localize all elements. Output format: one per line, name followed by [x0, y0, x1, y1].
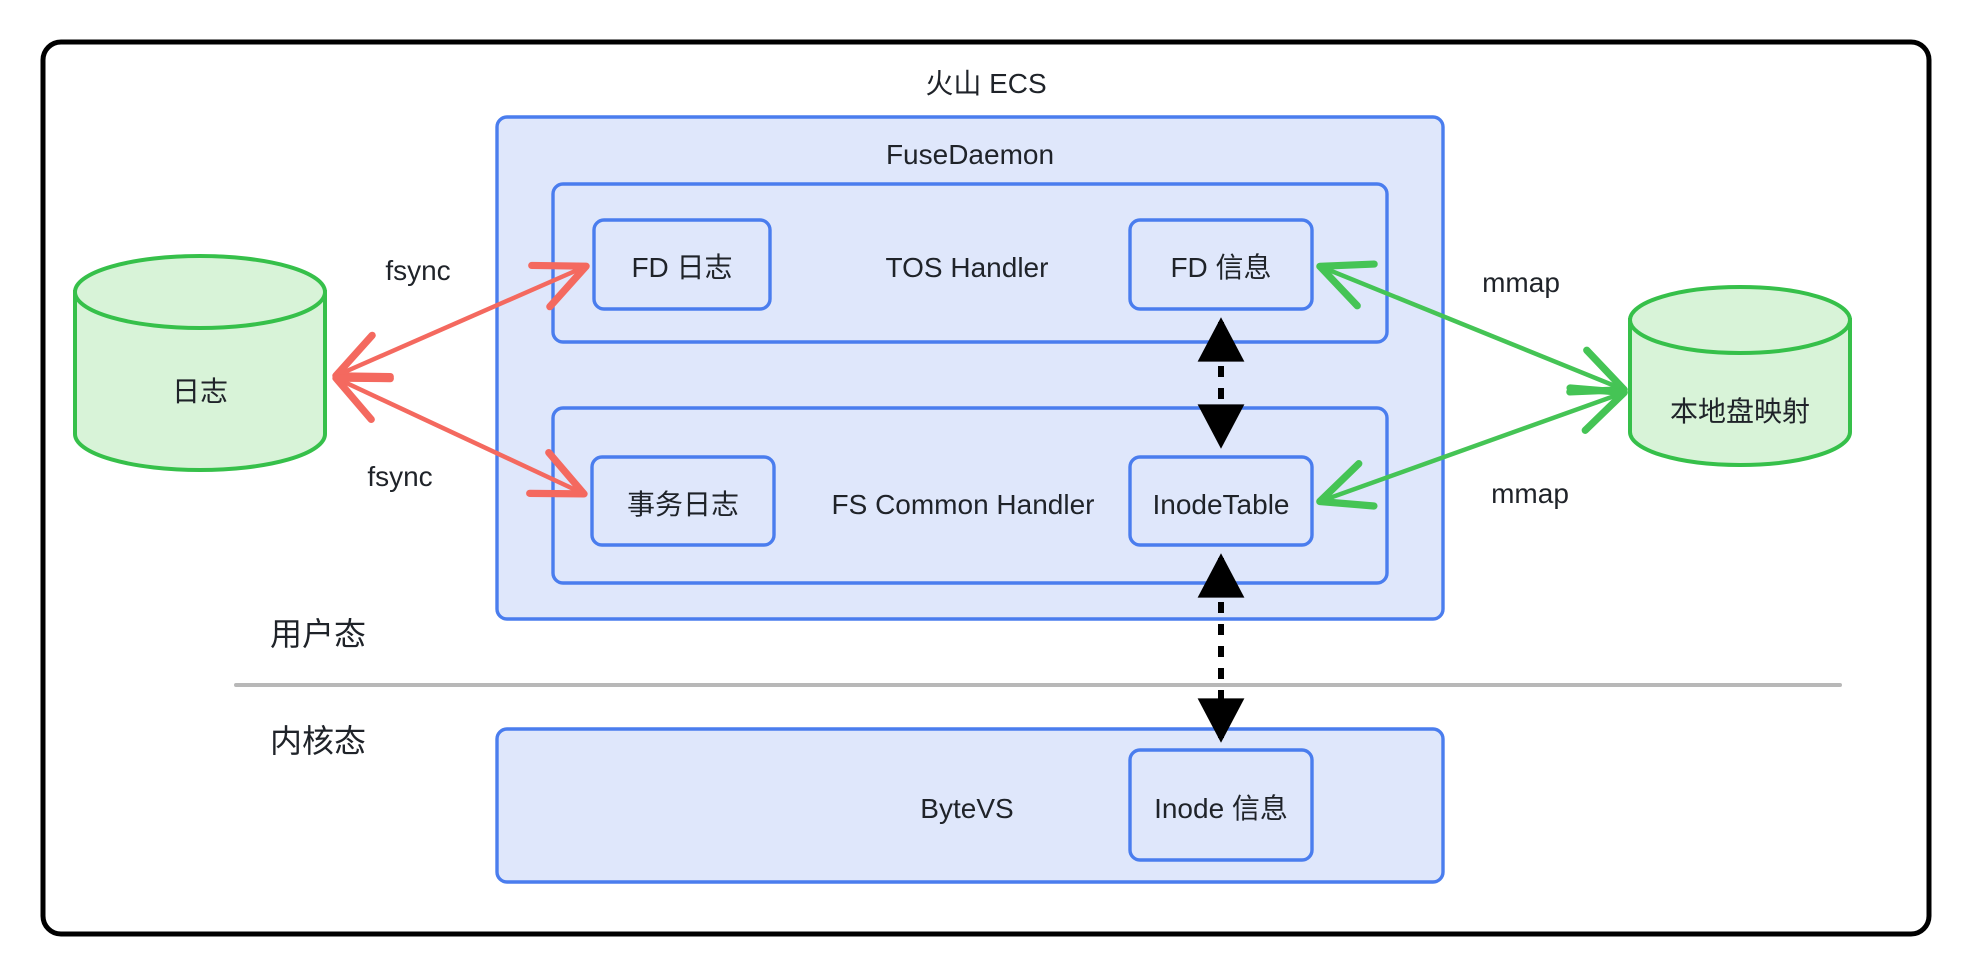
- fd-info-box: [1128, 218, 1314, 311]
- txn-log-label: 事务日志: [626, 489, 740, 520]
- local-disk-map-label: 本地盘映射: [1669, 396, 1811, 427]
- fd-info-label: FD 信息: [1170, 252, 1272, 283]
- edge-label-mmap-top: mmap: [1482, 267, 1560, 298]
- edge-fsync-bottom: [332, 374, 588, 498]
- edge-fsync-top: [332, 261, 590, 381]
- inode-info-label: Inode 信息: [1154, 793, 1288, 824]
- edge-label-mmap-bottom: mmap: [1491, 478, 1569, 509]
- edge-label-fsync-bottom: fsync: [367, 461, 433, 492]
- local-disk-cylinder: [1628, 285, 1852, 467]
- bytevs-label: ByteVS: [920, 793, 1014, 824]
- user-mode-label: 用户态: [269, 616, 367, 652]
- edge-mmap-top: [1316, 260, 1628, 396]
- log-store-label: 日志: [171, 376, 229, 407]
- txn-log-box: [590, 455, 776, 547]
- diagram-title: 火山 ECS: [925, 68, 1047, 99]
- inode-info-box: [1128, 748, 1314, 862]
- tos-handler-label: TOS Handler: [885, 252, 1049, 283]
- edge-mmap-bottom: [1316, 384, 1628, 510]
- log-cylinder: [73, 254, 327, 472]
- kernel-mode-label: 内核态: [269, 723, 367, 759]
- inode-table-box: [1128, 455, 1314, 547]
- fusedaemon-label: FuseDaemon: [885, 139, 1055, 170]
- fd-log-label: FD 日志: [631, 252, 733, 283]
- edge-label-fsync-top: fsync: [385, 255, 451, 286]
- inode-table-label: InodeTable: [1152, 489, 1290, 520]
- fs-common-handler-label: FS Common Handler: [831, 489, 1095, 520]
- fd-log-box: [592, 218, 772, 311]
